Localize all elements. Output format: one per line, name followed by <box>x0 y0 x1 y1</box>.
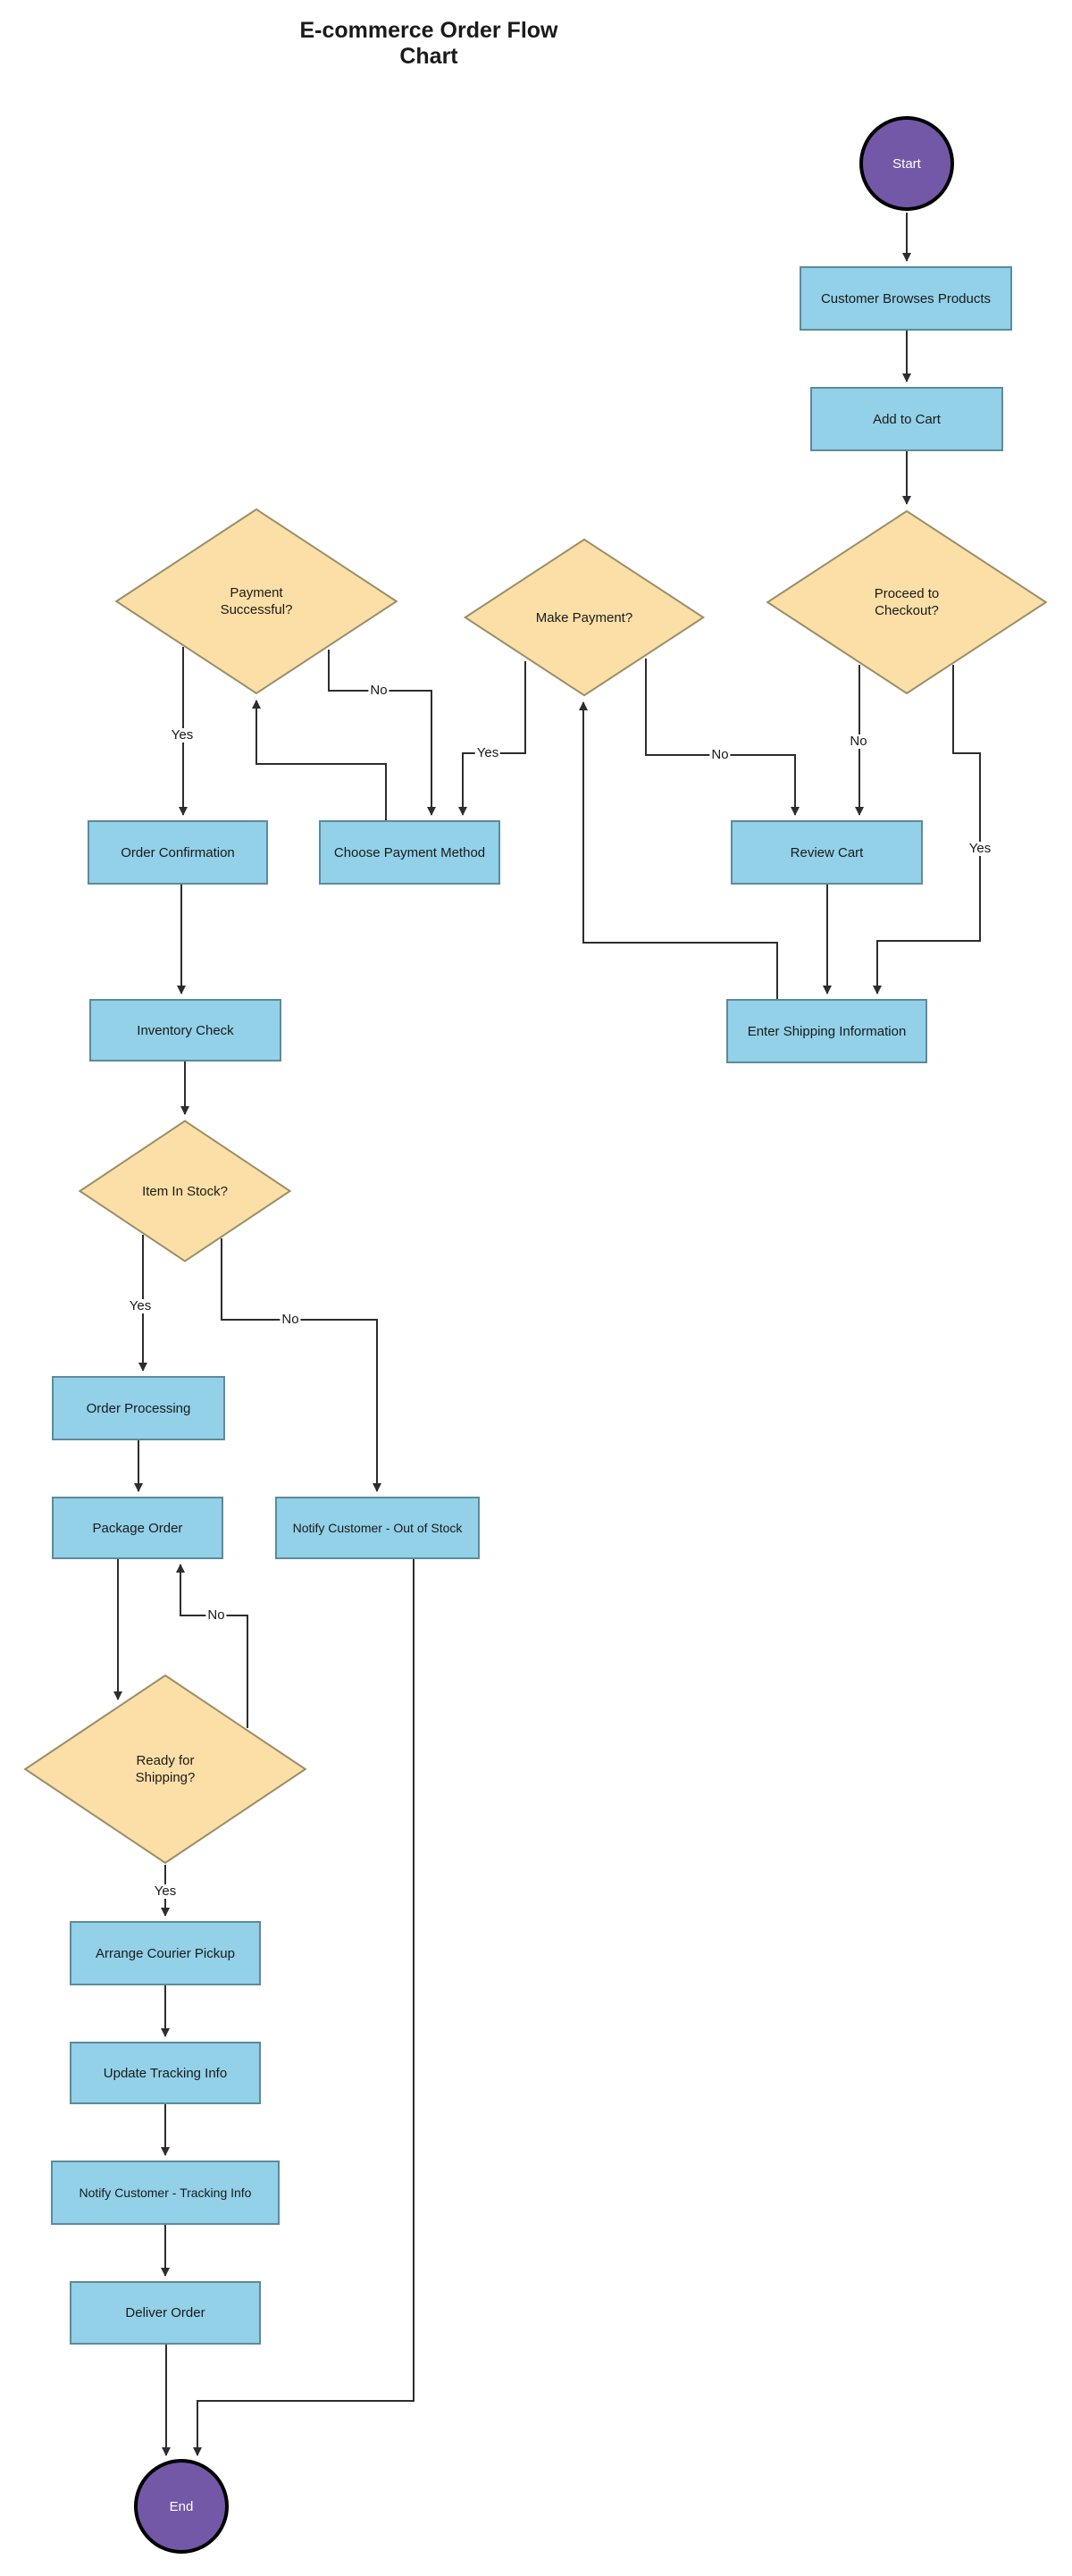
decision-proceed-to-checkout: Proceed to Checkout? <box>765 509 1049 695</box>
process-customer-browses-products: Customer Browses Products <box>800 266 1012 331</box>
process-label: Inventory Check <box>137 1022 234 1038</box>
process-add-to-cart: Add to Cart <box>810 387 1003 451</box>
edge-enter-shipping-to-make-payment <box>579 701 778 999</box>
process-label: Add to Cart <box>873 411 941 427</box>
decision-label: Item In Stock? <box>142 1183 228 1199</box>
diamond-shape <box>22 1674 308 1865</box>
process-enter-shipping-information: Enter Shipping Information <box>726 999 927 1063</box>
edge-label-no: No <box>368 683 389 698</box>
process-package-order: Package Order <box>52 1497 223 1559</box>
process-update-tracking-info: Update Tracking Info <box>70 2042 261 2104</box>
process-label: Customer Browses Products <box>820 290 992 306</box>
process-label: Notify Customer - Out of Stock <box>292 1520 463 1535</box>
decision-label: Payment Successful? <box>220 585 293 617</box>
edge-label-no: No <box>205 1607 227 1623</box>
edge-label-no: No <box>709 747 731 762</box>
process-label: Order Confirmation <box>121 844 235 860</box>
diamond-shape <box>78 1120 292 1263</box>
process-order-confirmation: Order Confirmation <box>88 820 268 885</box>
process-notify-customer-tracking-info: Notify Customer - Tracking Info <box>51 2161 280 2225</box>
process-choose-payment-method: Choose Payment Method <box>319 820 500 885</box>
process-inventory-check: Inventory Check <box>89 999 281 1061</box>
process-label: Enter Shipping Information <box>747 1023 907 1039</box>
edge-notify-out-of-stock-to-end <box>193 1559 415 2456</box>
edge-label-yes: Yes <box>967 841 993 856</box>
diamond-shape <box>765 509 1049 695</box>
decision-ready-for-shipping: Ready for Shipping? <box>22 1674 308 1865</box>
diamond-shape <box>463 538 706 697</box>
edge-label-yes: Yes <box>169 727 196 743</box>
edge-item-in-stock-no-notify-out-of-stock <box>221 1238 381 1492</box>
end-node: End <box>134 2459 229 2554</box>
edge-choose-payment-to-payment-successful <box>252 700 387 820</box>
edge-label-no: No <box>280 1312 301 1327</box>
decision-label: Ready for Shipping? <box>135 1753 196 1785</box>
edge-label-yes: Yes <box>152 1884 179 1899</box>
edge-label-yes: Yes <box>474 745 501 760</box>
process-label: Arrange Courier Pickup <box>96 1945 235 1961</box>
start-node-label: Start <box>892 155 921 172</box>
process-label: Package Order <box>92 1520 183 1536</box>
process-order-processing: Order Processing <box>52 1376 225 1440</box>
decision-label: Proceed to Checkout? <box>874 586 940 618</box>
decision-make-payment: Make Payment? <box>463 538 706 697</box>
process-label: Order Processing <box>86 1400 191 1416</box>
process-label: Review Cart <box>790 844 864 860</box>
diamond-shape <box>113 508 399 695</box>
process-arrange-courier-pickup: Arrange Courier Pickup <box>70 1921 261 1985</box>
decision-item-in-stock: Item In Stock? <box>78 1120 292 1263</box>
decision-payment-successful: Payment Successful? <box>113 508 399 695</box>
start-node: Start <box>859 116 954 211</box>
process-label: Deliver Order <box>125 2305 205 2320</box>
process-label: Update Tracking Info <box>103 2065 228 2081</box>
process-label: Notify Customer - Tracking Info <box>79 2185 252 2200</box>
diagram-title: E-commerce Order Flow Chart <box>299 18 558 69</box>
process-notify-customer-out-of-stock: Notify Customer - Out of Stock <box>275 1497 480 1559</box>
process-label: Choose Payment Method <box>333 844 486 860</box>
process-review-cart: Review Cart <box>731 820 923 885</box>
process-deliver-order: Deliver Order <box>70 2281 261 2345</box>
decision-label: Make Payment? <box>535 609 633 625</box>
end-node-label: End <box>169 2498 194 2514</box>
edge-label-yes: Yes <box>127 1298 154 1313</box>
edge-label-no: No <box>848 734 869 749</box>
